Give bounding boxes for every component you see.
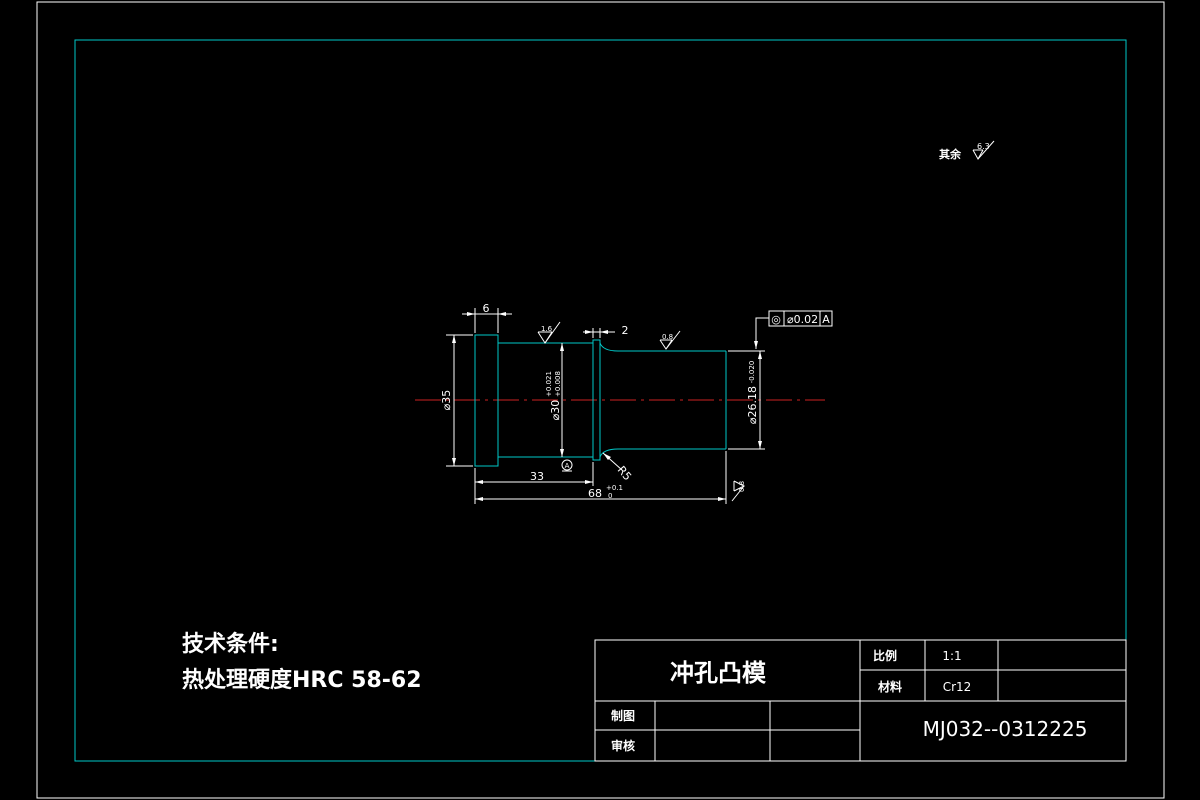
roughness-symbol-icon	[537, 321, 561, 344]
shoulder-length-text: 33	[530, 470, 544, 483]
drawing-number: MJ032--0312225	[923, 717, 1088, 741]
fit-shoulder	[592, 339, 601, 461]
drawn-label: 制图	[611, 708, 635, 723]
concentricity-frame	[768, 310, 833, 327]
total-length-text: 68	[588, 487, 602, 500]
tech-title: 技术条件:	[182, 631, 279, 657]
title-block	[594, 639, 1127, 762]
datum-symbol-icon	[561, 459, 573, 472]
fillet-bottom	[599, 448, 726, 458]
groove-width-text: 2	[622, 324, 629, 337]
part-outline	[474, 334, 727, 467]
checked-label: 审核	[611, 738, 635, 753]
concentricity-icon: ◎	[771, 313, 781, 326]
flange	[474, 334, 499, 467]
end-roughness-value: 0.8	[738, 481, 746, 492]
concentricity-datum: A	[822, 313, 830, 326]
roughness-symbol-icon	[659, 330, 681, 350]
outer-border	[36, 1, 1165, 799]
fillet-top	[599, 342, 726, 352]
dimension-lines	[446, 308, 769, 504]
datum-label: A	[565, 462, 570, 470]
fit-tol-upper-text: +0.021	[545, 371, 553, 397]
roughness-note-label: 其余	[939, 147, 962, 161]
scale-value: 1:1	[942, 649, 961, 663]
tech-line-1: 热处理硬度HRC 58-62	[182, 667, 422, 693]
roughness-symbol-icon	[731, 480, 746, 502]
total-tol-upper-text: +0.1	[606, 484, 623, 492]
tip-tol-text: -0.020	[748, 361, 756, 384]
roughness-note: 其余 6.3	[939, 140, 995, 161]
flange-diameter-text: ⌀35	[440, 390, 453, 411]
roughness-symbol-icon	[972, 140, 995, 161]
concentricity-value: ⌀0.02	[787, 313, 818, 326]
tip-diameter-text: ⌀26.18	[746, 386, 759, 424]
fit-roughness-value: 1.6	[541, 325, 553, 333]
dimension-arrows	[452, 312, 762, 501]
shaft-roughness-value: 0.8	[662, 333, 673, 341]
total-tol-lower-text: 0	[608, 492, 612, 500]
flange-width-text: 6	[483, 302, 490, 315]
scale-label: 比例	[873, 648, 897, 663]
material-label: 材料	[877, 679, 902, 694]
material-value: Cr12	[943, 680, 972, 694]
fit-tol-lower-text: +0.008	[554, 371, 562, 397]
fit-diameter-text: ⌀30	[549, 400, 562, 421]
roughness-note-value: 6.3	[977, 142, 990, 151]
part-name: 冲孔凸模	[670, 659, 767, 687]
